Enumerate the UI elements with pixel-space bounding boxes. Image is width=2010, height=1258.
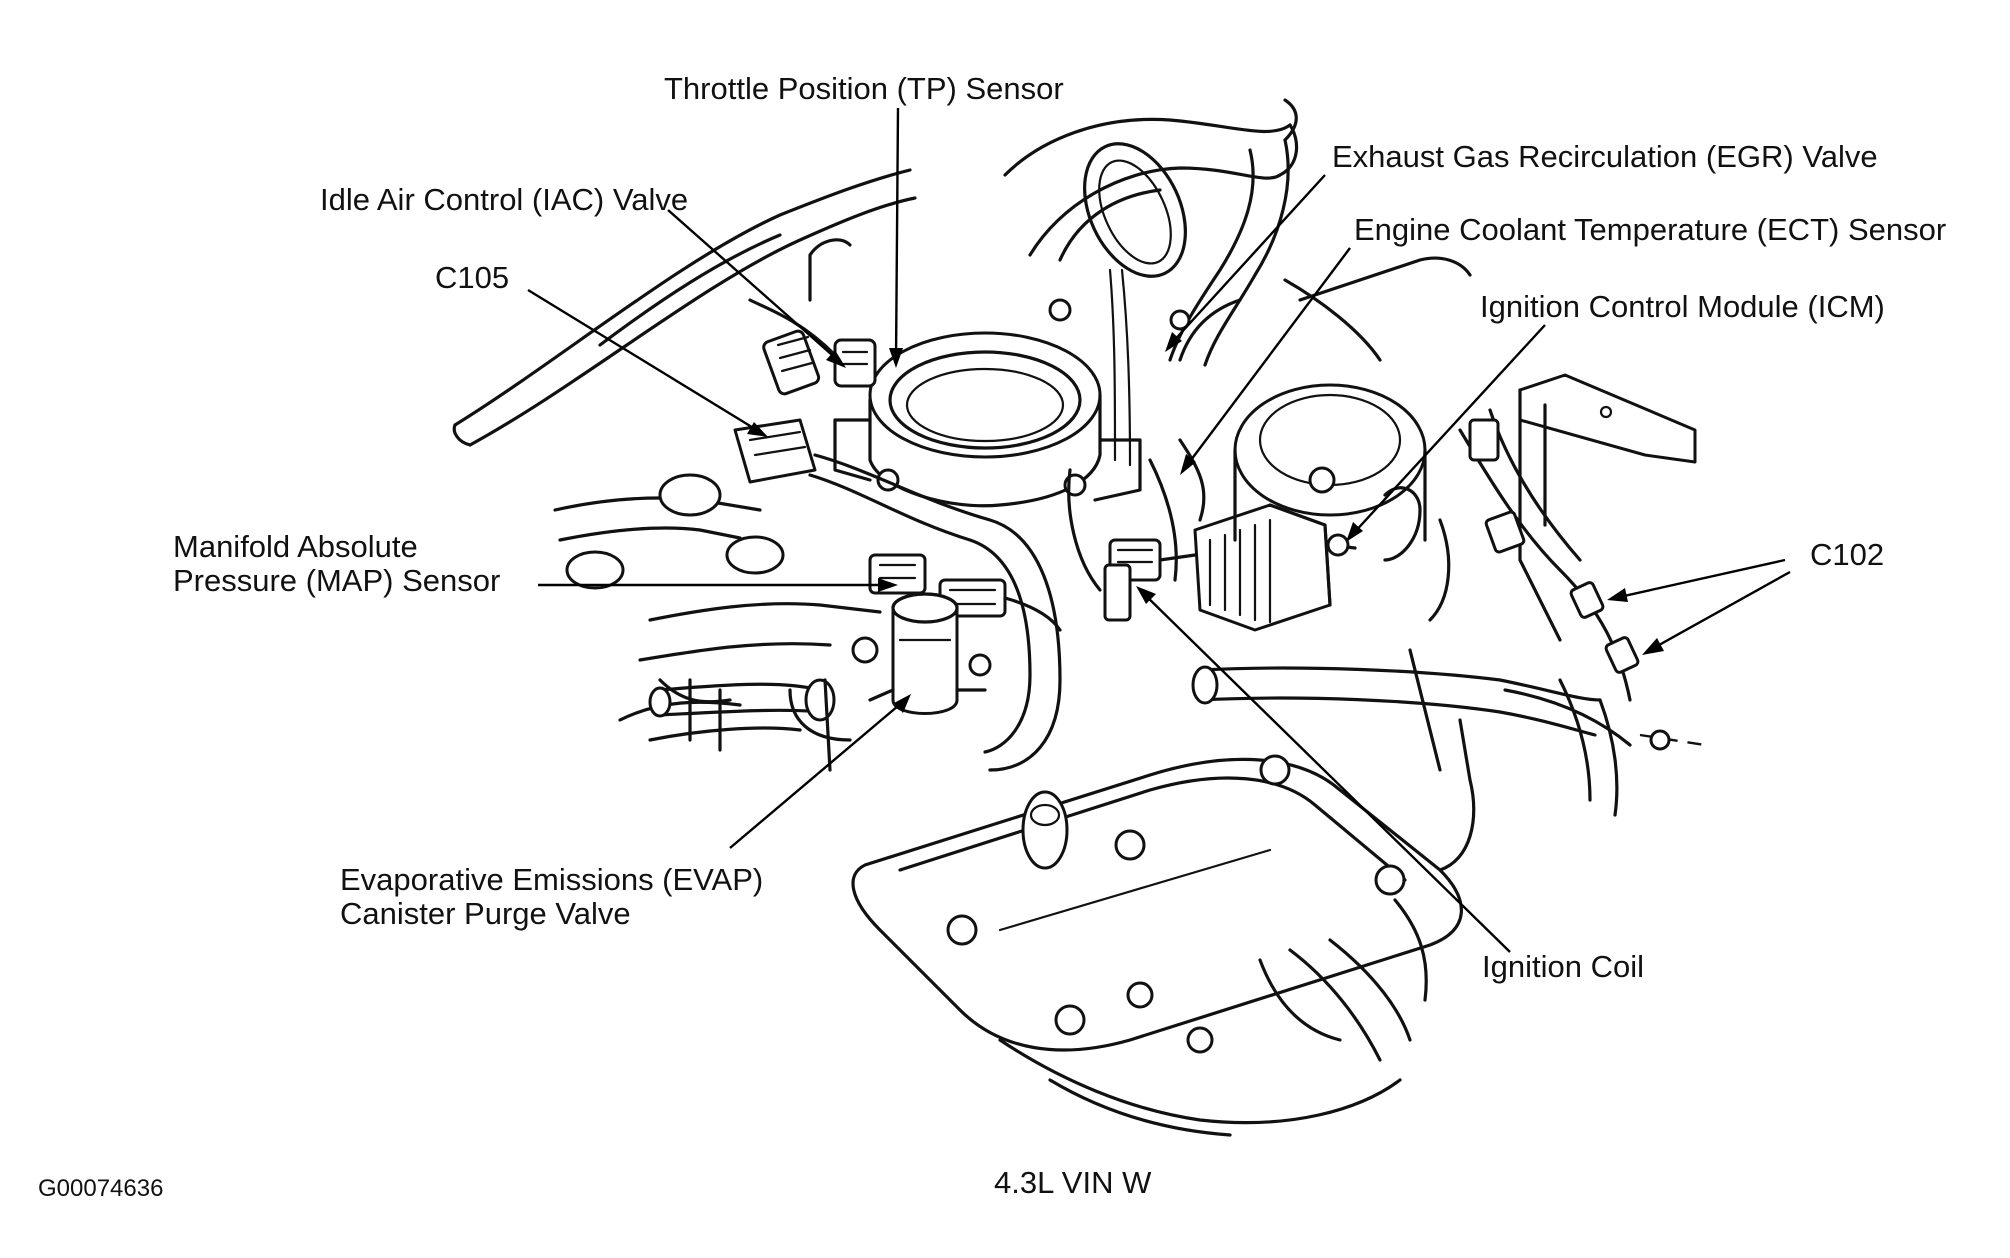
ignition-coil-assembly: [1103, 503, 1357, 632]
leader-iac-valve: [667, 209, 841, 363]
label-tp-sensor: Throttle Position (TP) Sensor: [664, 71, 1064, 106]
leader-ignition-coil: [1141, 591, 1511, 953]
distributor: [1233, 383, 1427, 542]
label-ignition-coil: Ignition Coil: [1482, 949, 1644, 984]
middle-hose: [1191, 665, 1602, 737]
label-c105: C105: [435, 260, 509, 295]
right-bracket: [1518, 373, 1697, 642]
c105-connector: [733, 418, 1062, 772]
label-map-sensor-line2: Pressure (MAP) Sensor: [173, 563, 500, 598]
engine-drawing: [452, 98, 1706, 1137]
arrowhead-tp-sensor: [889, 348, 903, 368]
iac-tp-connectors: [748, 238, 877, 396]
label-iac-valve: Idle Air Control (IAC) Valve: [320, 182, 688, 217]
leader-egr-valve: [1169, 174, 1326, 346]
evap-purge-valve: [851, 592, 992, 715]
arrowhead-c102-lower: [1642, 638, 1664, 655]
leader-tp-sensor: [894, 107, 900, 361]
front-hose: [648, 678, 852, 772]
c102-harness: [1383, 408, 1706, 817]
arrowhead-map-sensor: [878, 578, 898, 592]
diagram-caption: 4.3L VIN W: [994, 1165, 1152, 1200]
arrowhead-c105: [747, 422, 768, 437]
label-egr-valve: Exhaust Gas Recirculation (EGR) Valve: [1332, 139, 1878, 174]
exhaust-manifold: [998, 898, 1428, 1137]
leader-c105: [527, 288, 761, 434]
throttle-wiring: [1048, 268, 1206, 592]
leader-c102-upper: [1614, 558, 1786, 600]
arrowhead-iac-valve: [826, 350, 846, 368]
label-map-sensor-line1: Manifold Absolute: [173, 529, 418, 564]
leader-c102-lower: [1649, 570, 1791, 652]
arrowhead-ignition-coil: [1136, 586, 1156, 604]
map-sensor: [868, 553, 1062, 632]
arrowhead-egr-valve: [1165, 332, 1182, 352]
label-evap-line2: Canister Purge Valve: [340, 896, 631, 931]
arrowhead-icm: [1346, 522, 1363, 542]
air-intake-hose: [1003, 117, 1299, 278]
figure-id: G00074636: [38, 1175, 163, 1202]
arrowhead-evap-valve: [894, 694, 911, 713]
valve-cover: [851, 754, 1463, 1052]
upper-left-hoses: [452, 168, 917, 447]
right-block: [1178, 256, 1476, 872]
arrowhead-c102-upper: [1607, 588, 1628, 602]
throttle-body: [833, 331, 1142, 508]
label-c102: C102: [1810, 537, 1884, 572]
leader-ect-sensor: [1184, 247, 1351, 469]
leader-lines: [527, 107, 1791, 953]
left-manifold: [553, 473, 882, 752]
label-evap-line1: Evaporative Emissions (EVAP): [340, 862, 763, 897]
label-ect-sensor: Engine Coolant Temperature (ECT) Sensor: [1354, 212, 1946, 247]
leader-evap-valve: [729, 699, 906, 849]
arrowhead-ect-sensor: [1180, 454, 1196, 475]
callout-labels: Throttle Position (TP) Sensor Idle Air C…: [38, 71, 1946, 1202]
label-icm: Ignition Control Module (ICM): [1480, 289, 1885, 324]
leader-icm: [1351, 324, 1546, 536]
